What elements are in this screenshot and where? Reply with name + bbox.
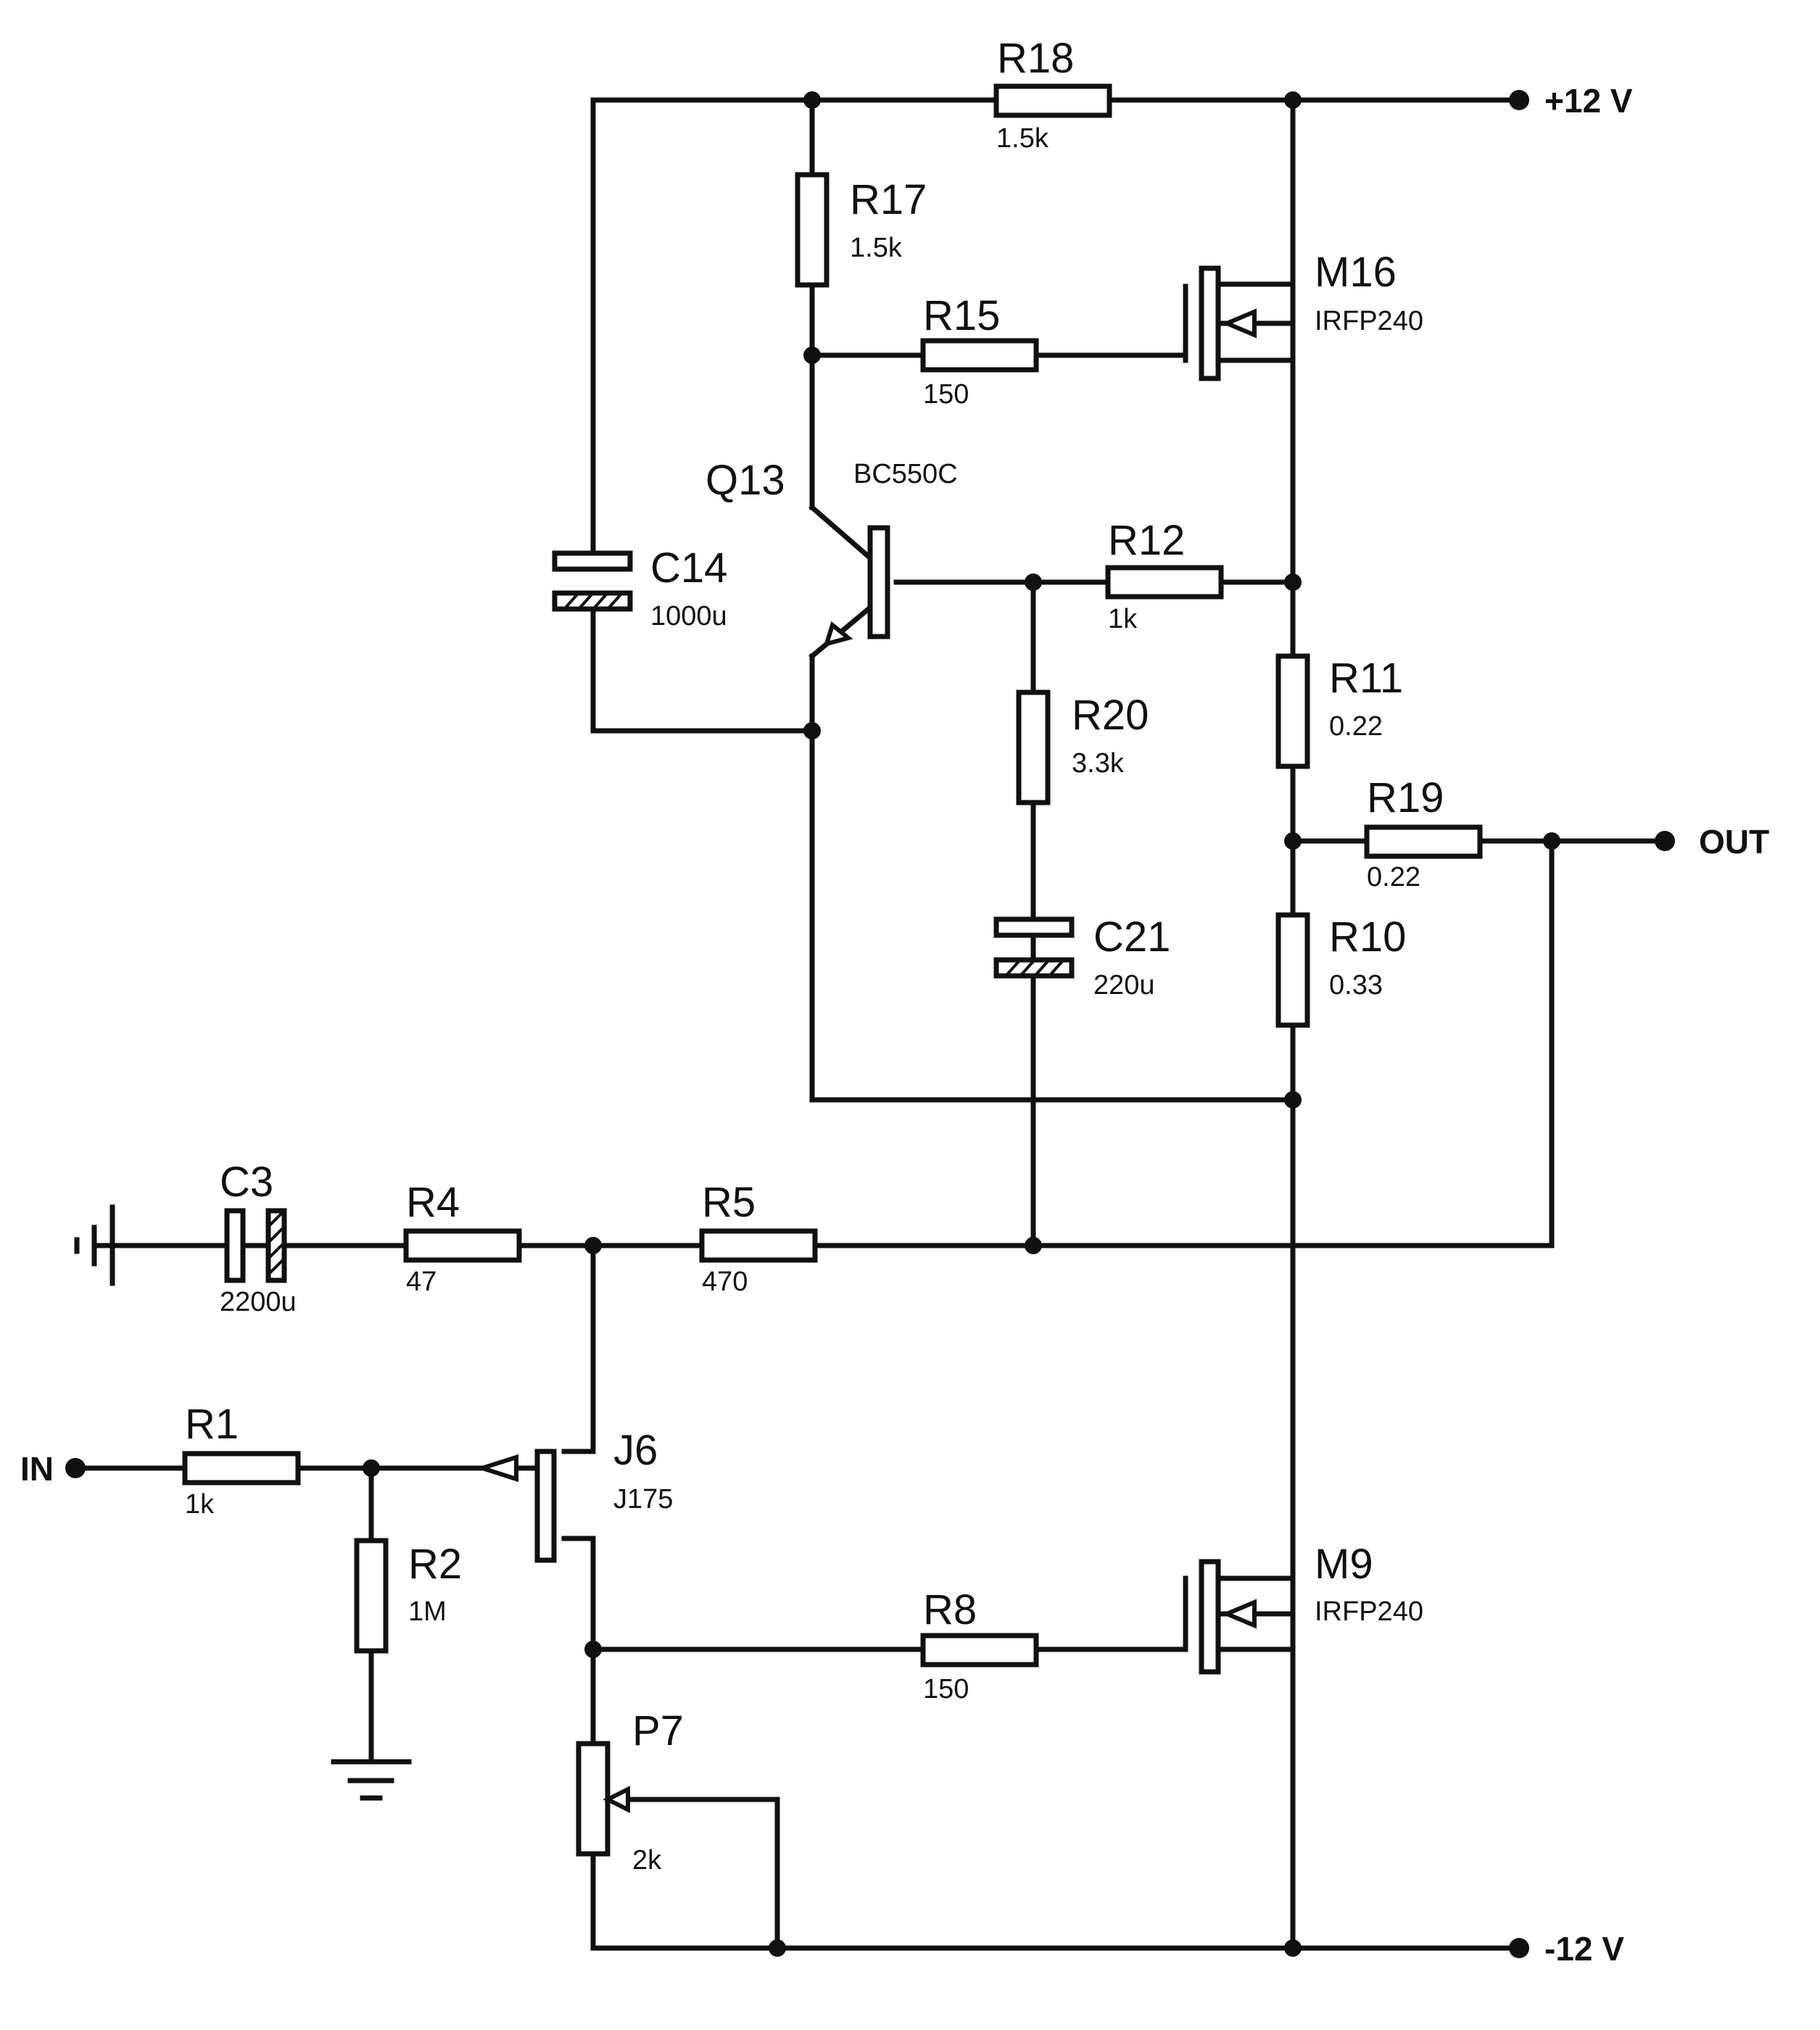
junction-dot [1025, 573, 1042, 591]
label-m9-ref: M9 [1315, 1541, 1373, 1588]
resistor-r12[interactable] [1105, 565, 1224, 600]
terminal-out[interactable] [1655, 831, 1675, 851]
junction-dot [1284, 1939, 1302, 1957]
label-m9-value: IRFP240 [1315, 1596, 1423, 1627]
junction-dot [803, 722, 821, 740]
resistor-r19[interactable] [1364, 824, 1483, 859]
label-m16-value: IRFP240 [1315, 306, 1423, 336]
junction-dot [363, 1459, 380, 1477]
junction-dot [1025, 1237, 1042, 1254]
label-c14-ref: C14 [650, 544, 727, 592]
label-r8-value: 150 [923, 1674, 969, 1704]
label-r20-ref: R20 [1072, 692, 1149, 739]
label-r5-ref: R5 [702, 1179, 756, 1226]
capacitor-c14[interactable] [552, 550, 633, 612]
junction-dot [1284, 91, 1302, 109]
resistor-r1[interactable] [182, 1451, 301, 1486]
label-r10-value: 0.33 [1329, 970, 1383, 1000]
resistor-r10[interactable] [1275, 912, 1310, 1028]
junction-dot [769, 1939, 786, 1957]
resistor-r15[interactable] [920, 338, 1039, 373]
terminal-vneg[interactable] [1509, 1938, 1529, 1958]
label-r8-ref: R8 [923, 1586, 977, 1633]
label-r12-value: 1k [1108, 604, 1138, 634]
label-q13-value: BC550C [853, 459, 958, 489]
labels: R18 1.5k R17 1.5k R15 150 M16 IRFP240 Q1… [20, 35, 1769, 1968]
terminal-in[interactable] [65, 1458, 86, 1478]
label-r12-ref: R12 [1108, 517, 1185, 564]
label-r15-value: 150 [923, 379, 969, 410]
bjt-q13[interactable] [823, 525, 890, 647]
label-r18-value: 1.5k [996, 123, 1049, 154]
mosfet-m16[interactable] [1183, 265, 1257, 381]
wires [73, 97, 1668, 1951]
label-c3-ref: C3 [220, 1159, 273, 1206]
capacitors [224, 550, 1075, 1283]
label-vneg: -12 V [1544, 1930, 1624, 1968]
resistors [182, 83, 1483, 1857]
label-r19-value: 0.22 [1367, 862, 1420, 892]
label-r11-ref: R11 [1329, 655, 1403, 702]
mosfet-m9[interactable] [1183, 1559, 1257, 1675]
label-r11-value: 0.22 [1329, 711, 1383, 742]
junctions [65, 90, 1675, 1958]
junction-dot [1284, 832, 1302, 850]
label-in: IN [20, 1450, 54, 1488]
jfet-j6[interactable] [475, 1449, 557, 1563]
label-c21-ref: C21 [1093, 914, 1170, 961]
junction-dot [584, 1641, 602, 1658]
label-m16-ref: M16 [1315, 249, 1397, 296]
label-c3-value: 2200u [220, 1287, 297, 1317]
ground-icon [74, 1204, 115, 1286]
label-r1-value: 1k [185, 1489, 215, 1520]
label-c21-value: 220u [1093, 970, 1155, 1000]
label-c14-value: 1000u [650, 601, 727, 631]
label-r2-value: 1M [408, 1596, 447, 1627]
ground-icon [331, 1759, 412, 1801]
label-r5-value: 470 [702, 1267, 748, 1297]
transistors [475, 265, 1257, 1675]
junction-dot [1284, 1091, 1302, 1109]
label-p7-ref: P7 [632, 1707, 684, 1754]
label-r17-ref: R17 [850, 176, 927, 223]
label-r10-ref: R10 [1329, 914, 1406, 961]
label-q13-ref: Q13 [706, 457, 785, 504]
label-out: OUT [1699, 823, 1769, 861]
label-r1-ref: R1 [185, 1401, 239, 1448]
resistor-r17[interactable] [795, 172, 830, 288]
label-r4-ref: R4 [406, 1179, 460, 1226]
wiper-arrow-icon [603, 1786, 630, 1813]
junction-dot [584, 1237, 602, 1254]
capacitor-c21[interactable] [993, 916, 1075, 979]
label-r17-value: 1.5k [850, 233, 903, 263]
potentiometer-p7[interactable] [576, 1741, 611, 1857]
label-vpos: +12 V [1544, 82, 1633, 120]
junction-dot [1284, 573, 1302, 591]
label-r15-ref: R15 [923, 292, 1000, 339]
label-r20-value: 3.3k [1072, 748, 1125, 779]
resistor-r4[interactable] [403, 1228, 522, 1263]
junction-dot [803, 347, 821, 364]
resistor-r5[interactable] [699, 1228, 818, 1263]
junction-dot [1543, 832, 1560, 850]
label-r4-value: 47 [406, 1267, 437, 1297]
label-j6-value: J175 [613, 1484, 673, 1515]
label-j6-ref: J6 [613, 1427, 658, 1474]
capacitor-c3[interactable] [224, 1208, 287, 1283]
resistor-r11[interactable] [1275, 653, 1310, 769]
junction-dot [803, 91, 821, 109]
label-r18-ref: R18 [997, 35, 1074, 82]
label-p7-value: 2k [632, 1845, 662, 1876]
resistor-r8[interactable] [920, 1633, 1039, 1668]
label-r19-ref: R19 [1367, 774, 1444, 821]
resistor-r20[interactable] [1016, 689, 1051, 805]
resistor-r2[interactable] [354, 1538, 389, 1654]
resistor-r18[interactable] [993, 83, 1112, 118]
grounds [74, 1204, 412, 1801]
label-r2-ref: R2 [408, 1541, 462, 1588]
terminal-vpos[interactable] [1509, 90, 1529, 110]
